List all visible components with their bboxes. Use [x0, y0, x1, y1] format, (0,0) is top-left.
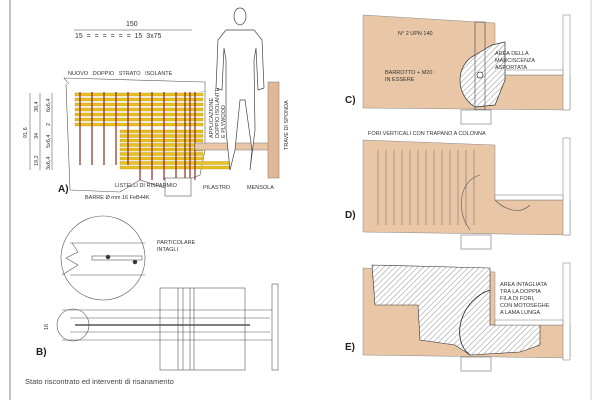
insulation-strip: [74, 92, 204, 97]
insulation-strip: [74, 117, 204, 122]
svg-text:2: 2: [46, 123, 52, 126]
svg-text:BARRE Ø mm 16 FeB44K: BARRE Ø mm 16 FeB44K: [85, 195, 150, 201]
svg-text:INTAGLI: INTAGLI: [157, 247, 178, 253]
svg-text:34: 34: [34, 133, 40, 139]
panel-e-label: E): [345, 342, 355, 353]
figure-caption: Stato riscontrato ed interventi di risan…: [25, 377, 174, 386]
svg-text:PARTICOLARE: PARTICOLARE: [157, 240, 196, 246]
svg-text:TRAVE DI SPONDA: TRAVE DI SPONDA: [284, 100, 290, 150]
detail-circle: [60, 215, 146, 301]
trave-di-sponda: [267, 81, 280, 179]
vertical-holes: [377, 150, 475, 225]
panel-b: PARTICOLARE INTAGLI 16 B): [36, 215, 279, 371]
svg-text:AREA INTAGLIATA: AREA INTAGLIATA: [500, 282, 547, 288]
panel-a: 150 15 = = = = = = 15 3x75 NUOVO DOPPIO …: [23, 7, 290, 201]
svg-text:APPLICAZIONE: APPLICAZIONE: [209, 98, 215, 138]
panel-e: AREA INTAGLIATA TRA LA DOPPIA FILA DI FO…: [345, 262, 571, 372]
insulation-strip: [119, 138, 204, 143]
dim-total: 150: [126, 21, 138, 28]
svg-text:91,6: 91,6: [23, 127, 29, 138]
svg-text:3x6,4: 3x6,4: [46, 157, 52, 170]
panel-b-label: B): [36, 347, 47, 358]
insulation-strip: [74, 107, 204, 112]
svg-text:IN ESSERE: IN ESSERE: [385, 77, 415, 83]
svg-text:MARCISCENZA: MARCISCENZA: [495, 58, 535, 64]
insulation-strip: [119, 129, 204, 134]
svg-text:19,2: 19,2: [34, 155, 40, 166]
svg-text:38,4: 38,4: [34, 101, 40, 112]
svg-text:AREA DELLA: AREA DELLA: [495, 51, 529, 57]
panel-d-label: D): [345, 210, 356, 221]
svg-text:ASPORTATA: ASPORTATA: [495, 65, 527, 71]
panel-a-label: A): [58, 184, 69, 195]
panel-c-label: C): [345, 95, 356, 106]
svg-text:16: 16: [44, 324, 50, 330]
dim-row: 15 = = = = = = 15 3x75: [75, 33, 162, 40]
insulation-strip: [74, 97, 204, 102]
steel-bars: [79, 92, 196, 180]
svg-text:6x6,4: 6x6,4: [46, 99, 52, 112]
insulation-strip: [119, 161, 231, 165]
vertical-dimensions: 91,6 38,4 34 19,2 6x6,4 2 5x6,4 3x6,4: [23, 93, 53, 170]
svg-text:FORI VERTICALI CON TRAPANO A C: FORI VERTICALI CON TRAPANO A COLONNA: [368, 131, 486, 137]
svg-text:FILA DI FORI,: FILA DI FORI,: [500, 296, 535, 302]
human-figure: [215, 7, 265, 171]
pilastro: [164, 177, 192, 197]
svg-text:A LAMA LUNGA: A LAMA LUNGA: [500, 310, 540, 316]
insulation-strip: [119, 165, 231, 170]
insulation-strip: [74, 102, 204, 107]
svg-text:CON MOTOSEGHE: CON MOTOSEGHE: [500, 303, 550, 309]
svg-text:BARROTTO + M20: BARROTTO + M20: [385, 70, 432, 76]
svg-text:E PLYWOOD: E PLYWOOD: [221, 105, 227, 138]
insulation-strip: [119, 134, 204, 138]
insulation-strip: [74, 122, 204, 127]
insulation-title: NUOVO DOPPIO STRATO ISOLANTE: [68, 71, 173, 77]
cut-area: [371, 264, 541, 356]
svg-text:N° 2 UPN 140: N° 2 UPN 140: [398, 31, 433, 37]
insulation-strip: [119, 156, 204, 161]
svg-text:DOPPIO ISOLANTE: DOPPIO ISOLANTE: [215, 88, 221, 138]
insulation-strips: [74, 92, 231, 170]
insulation-strip: [119, 152, 204, 156]
panel-d: FORI VERTICALI CON TRAPANO A COLONNA D): [345, 131, 571, 250]
svg-text:5x6,4: 5x6,4: [46, 135, 52, 148]
svg-text:MENSOLA: MENSOLA: [247, 185, 274, 191]
svg-text:TRA LA DOPPIA: TRA LA DOPPIA: [500, 289, 541, 295]
svg-text:LISTELLI DI RISPARMIO: LISTELLI DI RISPARMIO: [115, 183, 178, 189]
panel-c: N° 2 UPN 140 AREA DELLA MARCISCENZA ASPO…: [345, 14, 571, 125]
svg-text:PILASTRO: PILASTRO: [203, 185, 231, 191]
insulation-strip: [74, 112, 204, 117]
